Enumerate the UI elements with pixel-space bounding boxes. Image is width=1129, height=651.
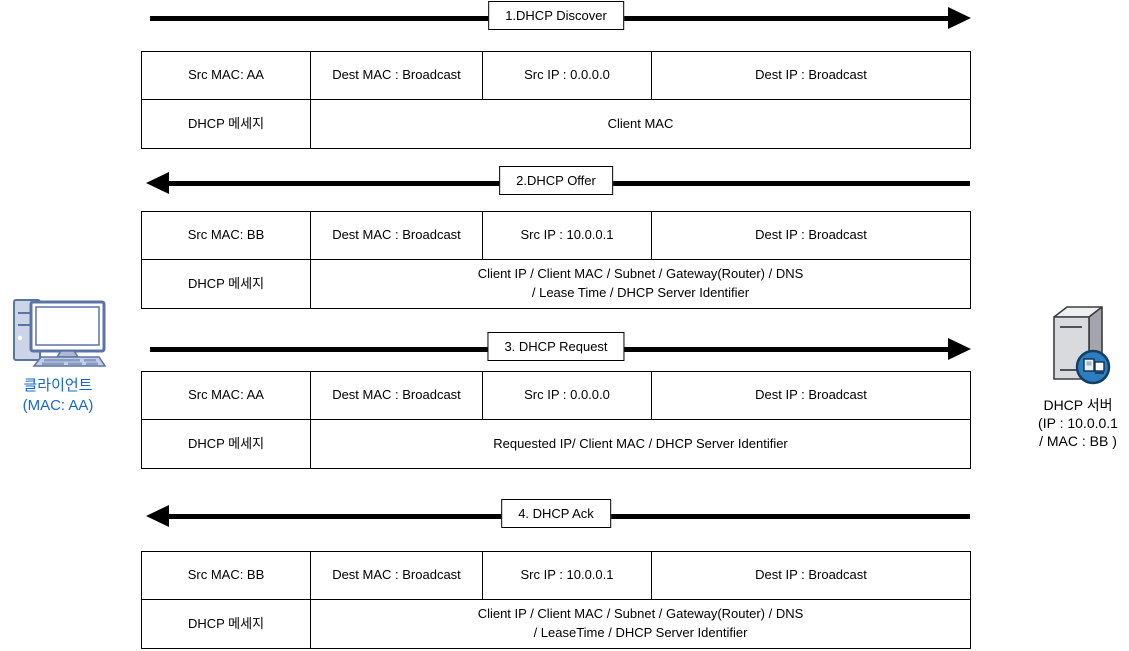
cell-dhcp-message-label: DHCP 메세지 bbox=[142, 420, 311, 468]
cell-src-ip: Src IP : 0.0.0.0 bbox=[483, 372, 652, 420]
client-endpoint: 클라이언트 (MAC: AA) bbox=[2, 294, 114, 417]
packet-table-discover: Src MAC: AA Dest MAC : Broadcast Src IP … bbox=[141, 51, 971, 149]
message-line-2: / LeaseTime / DHCP Server Identifier bbox=[533, 625, 748, 640]
cell-dhcp-message-content: Client IP / Client MAC / Subnet / Gatewa… bbox=[311, 600, 970, 648]
arrow-right-head-icon bbox=[948, 338, 971, 360]
cell-dhcp-message-label: DHCP 메세지 bbox=[142, 260, 311, 308]
arrow-dhcp-request: 3. DHCP Request bbox=[141, 331, 971, 367]
cell-src-mac: Src MAC: AA bbox=[142, 52, 311, 100]
client-name: 클라이언트 bbox=[23, 377, 93, 394]
message-line-1: Client MAC bbox=[607, 115, 674, 131]
packet-table-ack: Src MAC: BB Dest MAC : Broadcast Src IP … bbox=[141, 551, 971, 649]
cell-src-ip: Src IP : 10.0.0.1 bbox=[483, 212, 652, 260]
cell-dest-ip: Dest IP : Broadcast bbox=[652, 212, 970, 260]
packet-table-request: Src MAC: AA Dest MAC : Broadcast Src IP … bbox=[141, 371, 971, 469]
server-ip: (IP : 10.0.0.1 bbox=[1038, 414, 1118, 431]
cell-dhcp-message-content: Client IP / Client MAC / Subnet / Gatewa… bbox=[311, 260, 970, 308]
client-label: 클라이언트 (MAC: AA) bbox=[2, 376, 114, 417]
cell-src-mac: Src MAC: BB bbox=[142, 212, 311, 260]
cell-src-mac: Src MAC: BB bbox=[142, 552, 311, 600]
server-label: DHCP 서버 (IP : 10.0.0.1 / MAC : BB ) bbox=[1028, 397, 1128, 451]
cell-dest-ip: Dest IP : Broadcast bbox=[652, 552, 970, 600]
arrow-left-head-icon bbox=[146, 505, 169, 527]
cell-dhcp-message-label: DHCP 메세지 bbox=[142, 600, 311, 648]
arrow-right-head-icon bbox=[948, 7, 971, 29]
server-endpoint: DHCP 서버 (IP : 10.0.0.1 / MAC : BB ) bbox=[1028, 302, 1128, 451]
client-mac: (MAC: AA) bbox=[22, 397, 94, 415]
cell-src-ip: Src IP : 10.0.0.1 bbox=[483, 552, 652, 600]
cell-dhcp-message-content: Client MAC bbox=[311, 100, 970, 148]
server-name: DHCP 서버 bbox=[1043, 397, 1113, 413]
arrow-label-dhcp-request: 3. DHCP Request bbox=[487, 332, 625, 361]
server-tower-icon bbox=[1044, 306, 1112, 392]
message-line-2: / Lease Time / DHCP Server Identifier bbox=[531, 285, 750, 300]
message-line-1: Client IP / Client MAC / Subnet / Gatewa… bbox=[477, 606, 804, 622]
arrow-label-dhcp-offer: 2.DHCP Offer bbox=[499, 166, 613, 195]
arrow-label-dhcp-discover: 1.DHCP Discover bbox=[488, 1, 624, 30]
cell-dhcp-message-label: DHCP 메세지 bbox=[142, 100, 311, 148]
cell-src-ip: Src IP : 0.0.0.0 bbox=[483, 52, 652, 100]
message-line-1: Client IP / Client MAC / Subnet / Gatewa… bbox=[477, 266, 804, 282]
packet-table-offer: Src MAC: BB Dest MAC : Broadcast Src IP … bbox=[141, 211, 971, 309]
arrow-dhcp-discover: 1.DHCP Discover bbox=[141, 0, 971, 36]
cell-dest-mac: Dest MAC : Broadcast bbox=[311, 52, 483, 100]
desktop-computer-icon bbox=[11, 299, 106, 372]
cell-src-mac: Src MAC: AA bbox=[142, 372, 311, 420]
cell-dhcp-message-content: Requested IP/ Client MAC / DHCP Server I… bbox=[311, 420, 970, 468]
cell-dest-ip: Dest IP : Broadcast bbox=[652, 52, 970, 100]
cell-dest-ip: Dest IP : Broadcast bbox=[652, 372, 970, 420]
cell-dest-mac: Dest MAC : Broadcast bbox=[311, 372, 483, 420]
arrow-dhcp-ack: 4. DHCP Ack bbox=[141, 498, 971, 534]
cell-dest-mac: Dest MAC : Broadcast bbox=[311, 212, 483, 260]
arrow-dhcp-offer: 2.DHCP Offer bbox=[141, 165, 971, 201]
arrow-left-head-icon bbox=[146, 172, 169, 194]
arrow-label-dhcp-ack: 4. DHCP Ack bbox=[501, 499, 611, 528]
server-mac: / MAC : BB ) bbox=[1039, 432, 1117, 449]
message-line-1: Requested IP/ Client MAC / DHCP Server I… bbox=[493, 435, 788, 451]
cell-dest-mac: Dest MAC : Broadcast bbox=[311, 552, 483, 600]
